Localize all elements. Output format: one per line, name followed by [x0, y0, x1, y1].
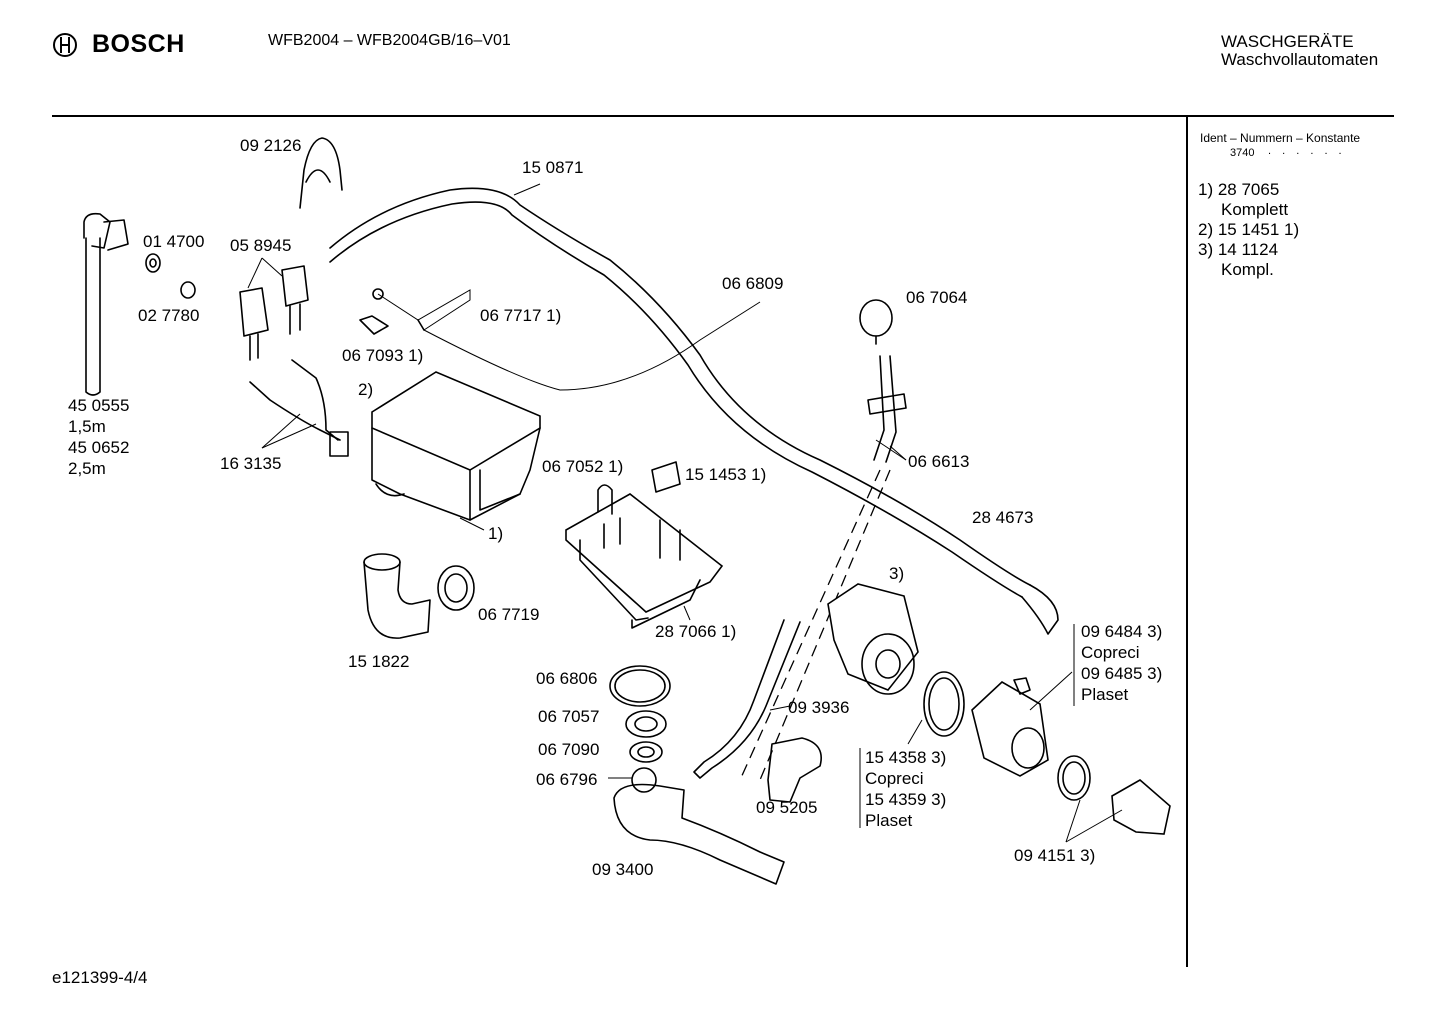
note-2: 2) 15 1451 1) — [1198, 220, 1300, 239]
filter-cap-drawing — [767, 737, 822, 803]
connector-hoses-drawing — [249, 359, 349, 457]
part-label: 1,5m — [68, 417, 106, 436]
clip-drawing — [299, 137, 343, 209]
part-label: Copreci — [1081, 643, 1140, 662]
ring-parts-drawing — [609, 665, 671, 793]
pump-hose-drawing — [693, 619, 801, 779]
note-3: 3) 14 1124 — [1198, 240, 1279, 259]
bosch-armature-icon — [53, 32, 77, 57]
part-label: 05 8945 — [230, 236, 292, 255]
panel-divider — [1186, 117, 1188, 967]
seal-flap-drawing — [651, 461, 681, 493]
pump-oring-drawing — [923, 671, 965, 737]
part-label: 01 4700 — [143, 232, 205, 251]
part-label: 09 6485 3) — [1081, 664, 1163, 683]
filter-ring-drawing — [1057, 755, 1091, 801]
part-label: 09 4151 3) — [1014, 846, 1096, 865]
category-subtitle: Waschvollautomaten — [1221, 50, 1379, 69]
header-divider — [52, 115, 1394, 117]
brand-name: BOSCH — [92, 30, 185, 58]
category-title: WASCHGERÄTE — [1221, 32, 1354, 51]
part-label: 28 4673 — [972, 508, 1034, 527]
part-label: 15 4359 3) — [865, 790, 947, 809]
clip-small-drawing — [597, 484, 613, 515]
part-label: 09 6484 3) — [1081, 622, 1163, 641]
part-label: 06 7064 — [906, 288, 968, 307]
part-label: 09 3400 — [592, 860, 654, 879]
pump-oring-inner — [928, 677, 960, 731]
part-label: 06 6806 — [536, 669, 598, 688]
sump-hose-drawing — [613, 783, 785, 885]
dispenser-housing-drawing — [371, 371, 541, 521]
solenoid-valves-drawing — [239, 257, 309, 361]
note-3-desc: Kompl. — [1221, 260, 1274, 279]
detergent-drawer-drawing — [565, 493, 724, 629]
part-label: 45 0555 — [68, 396, 130, 415]
ident-value: 3740 — [1230, 147, 1255, 159]
inlet-hose-drawing — [83, 212, 129, 396]
part-label: 15 1453 1) — [685, 465, 767, 484]
part-label: 06 7093 1) — [342, 346, 424, 365]
ident-title: Ident – Nummern – Konstante — [1200, 131, 1361, 145]
ident-dots: . . . . . . — [1268, 145, 1346, 157]
note-1: 1) 28 7065 — [1198, 180, 1280, 199]
pump-filter-drawing — [1111, 779, 1171, 835]
part-label: 06 6796 — [536, 770, 598, 789]
part-label: 2) — [358, 380, 374, 399]
part-label: 06 7717 1) — [480, 306, 562, 325]
drain-pump-drawing — [827, 583, 919, 695]
part-label: Copreci — [865, 769, 924, 788]
washer-parts-drawing — [145, 253, 196, 299]
part-label: 09 5205 — [756, 798, 818, 817]
part-label: 16 3135 — [220, 454, 282, 473]
long-hose-edge — [329, 201, 1023, 598]
part-label: 06 7052 1) — [542, 457, 624, 476]
part-label: 02 7780 — [138, 306, 200, 325]
wiring-drawing — [359, 288, 761, 391]
part-label: Plaset — [1081, 685, 1129, 704]
part-label: 09 3936 — [788, 698, 850, 717]
pressure-switch-drawing — [859, 299, 907, 463]
part-label: 06 6809 — [722, 274, 784, 293]
elbow-hose-drawing — [363, 553, 475, 639]
part-label: 1) — [488, 524, 504, 543]
part-label: 15 4358 3) — [865, 748, 947, 767]
document-code: e121399-4/4 — [52, 968, 148, 987]
part-label: 06 6613 — [908, 452, 970, 471]
leader-lines — [261, 183, 1123, 843]
long-hose-drawing — [329, 187, 1031, 586]
part-label: 06 7057 — [538, 707, 600, 726]
pump-housing-drawing — [971, 677, 1049, 777]
part-label: 45 0652 — [68, 438, 130, 457]
model-title: WFB2004 – WFB2004GB/16–V01 — [268, 32, 511, 49]
hose-end-drawing — [1021, 584, 1059, 635]
part-label: 09 2126 — [240, 136, 302, 155]
part-label: 06 7719 — [478, 605, 540, 624]
part-label: 28 7066 1) — [655, 622, 737, 641]
part-label: 2,5m — [68, 459, 106, 478]
part-label: 3) — [889, 564, 905, 583]
filter-ring-inner — [1062, 761, 1086, 795]
brand-logo: BOSCH — [52, 30, 185, 59]
note-1-desc: Komplett — [1221, 200, 1289, 219]
part-label: 15 0871 — [522, 158, 584, 177]
part-label: 15 1822 — [348, 652, 410, 671]
part-label: 06 7090 — [538, 740, 600, 759]
part-label: Plaset — [865, 811, 913, 830]
